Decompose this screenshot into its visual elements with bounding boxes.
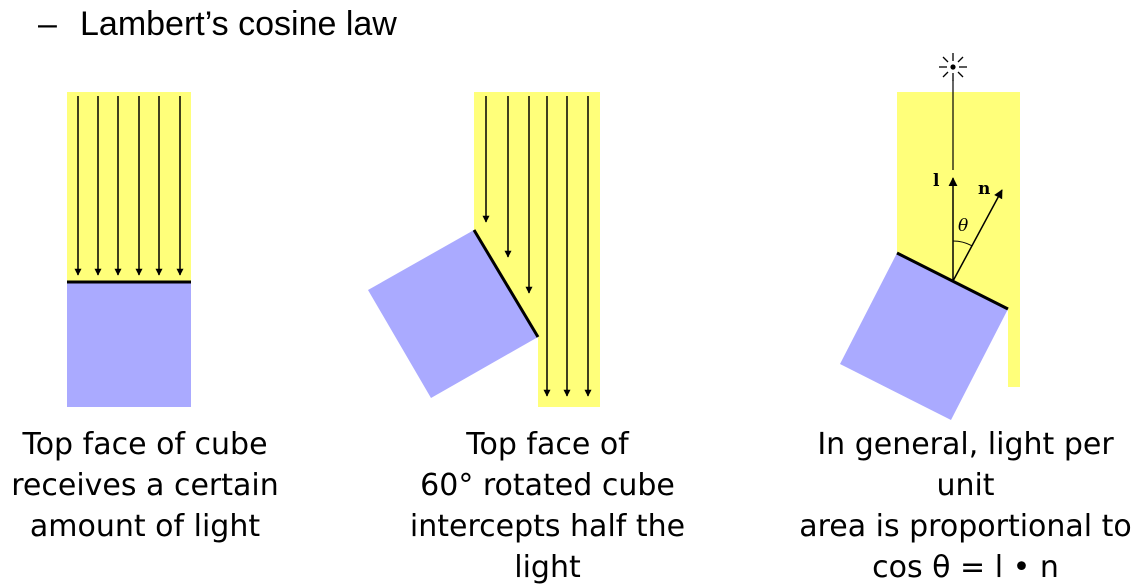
- caption-flat-cube: Top face of cube receives a certain amou…: [0, 424, 290, 547]
- light-beam: [67, 92, 191, 282]
- cube: [368, 230, 538, 398]
- caption-line: area is proportional to: [799, 509, 1132, 544]
- light-rays: [74, 96, 184, 276]
- light-beam: [474, 92, 600, 407]
- light-vector-label: l: [933, 171, 940, 191]
- cube: [67, 282, 191, 407]
- bullet-dash: –: [38, 5, 57, 43]
- cube-top-face: [472, 229, 540, 338]
- caption-line: amount of light: [29, 509, 261, 544]
- caption-line: receives a certain: [11, 468, 279, 503]
- slide-bullet: –Lambert’s cosine law: [38, 2, 397, 46]
- angle-arc: [952, 240, 973, 247]
- panel-rotated-cube: [368, 92, 600, 407]
- caption-line: Top face of cube: [22, 427, 268, 462]
- caption-rotated-cube: Top face of 60° rotated cube intercepts …: [375, 424, 720, 588]
- caption-line: Top face of: [466, 427, 629, 462]
- panel-general-angle: l n θ: [840, 53, 1020, 420]
- caption-general-angle: In general, light per unit area is propo…: [786, 424, 1145, 588]
- star-burst-icon: [939, 53, 967, 81]
- caption-line: In general, light per unit: [817, 427, 1114, 503]
- caption-line: 60° rotated cube: [420, 468, 675, 503]
- caption-line: intercepts half the light: [409, 509, 686, 585]
- light-rays: [482, 96, 592, 397]
- normal-vector-label: n: [978, 179, 990, 199]
- normal-vector: [952, 189, 1003, 282]
- light-beam: [897, 92, 1020, 387]
- angle-label: θ: [958, 216, 968, 236]
- bullet-heading: Lambert’s cosine law: [80, 5, 397, 43]
- lambert-diagram: l n θ: [67, 53, 1020, 420]
- cube: [840, 253, 1008, 420]
- panel-flat-cube: [67, 92, 191, 407]
- caption-line: cos θ = l • n: [872, 550, 1059, 585]
